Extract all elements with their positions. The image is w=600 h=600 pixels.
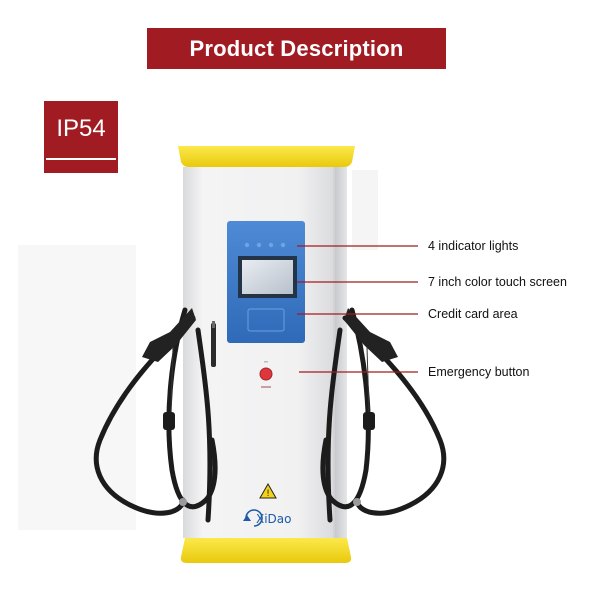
right-cable-loop	[325, 327, 343, 523]
logo-swirl-icon	[245, 509, 263, 527]
emergency-top-mark	[264, 361, 268, 363]
callout-emergency-button: Emergency button	[428, 365, 530, 379]
callout-credit-card-area: Credit card area	[428, 307, 518, 321]
right-cable-outer	[342, 315, 447, 516]
indicator-light	[256, 242, 262, 248]
door-handle	[211, 323, 216, 367]
background-panel	[352, 170, 378, 250]
touch-screen[interactable]	[242, 260, 293, 294]
left-cable-outer	[93, 315, 196, 516]
callout-touch-screen: 7 inch color touch screen	[428, 275, 567, 289]
right-charging-gun[interactable]	[344, 308, 398, 430]
logo-arrow-icon	[243, 515, 251, 521]
indicator-light	[280, 242, 286, 248]
charger-side	[335, 167, 347, 538]
title-banner: Product Description	[147, 28, 446, 69]
brand-name: XiDao	[256, 512, 292, 526]
left-charging-gun[interactable]	[142, 308, 196, 430]
right-gun-strap	[366, 346, 370, 413]
door-lock	[212, 321, 215, 328]
indicator-lights	[244, 242, 286, 248]
background-panel	[18, 245, 136, 530]
left-cable-connector	[179, 498, 187, 506]
left-gun-body	[142, 308, 196, 362]
right-gun-cap	[363, 412, 375, 430]
right-gun-body	[344, 308, 398, 362]
indicator-light	[268, 242, 274, 248]
left-cable-loop	[195, 327, 213, 523]
emergency-label-plate	[261, 386, 271, 388]
left-gun-cap	[163, 412, 175, 430]
ip-badge-divider	[46, 158, 116, 160]
emergency-button[interactable]	[259, 367, 273, 381]
right-cable-inner	[320, 307, 371, 510]
warning-icon	[259, 482, 277, 499]
top-yellow-cap	[178, 146, 355, 167]
right-cable-connector	[353, 498, 361, 506]
bottom-yellow-base	[180, 538, 352, 563]
credit-card-area[interactable]	[247, 308, 285, 332]
callout-indicator-lights: 4 indicator lights	[428, 239, 519, 253]
ip-rating-badge: IP54	[44, 101, 118, 173]
indicator-light	[244, 242, 250, 248]
left-gun-strap	[170, 346, 174, 413]
ip-rating-text: IP54	[56, 115, 106, 142]
right-charging-cable	[320, 307, 447, 523]
warning-glyph: !	[266, 489, 270, 499]
xidao-logo: XiDao	[243, 509, 292, 527]
